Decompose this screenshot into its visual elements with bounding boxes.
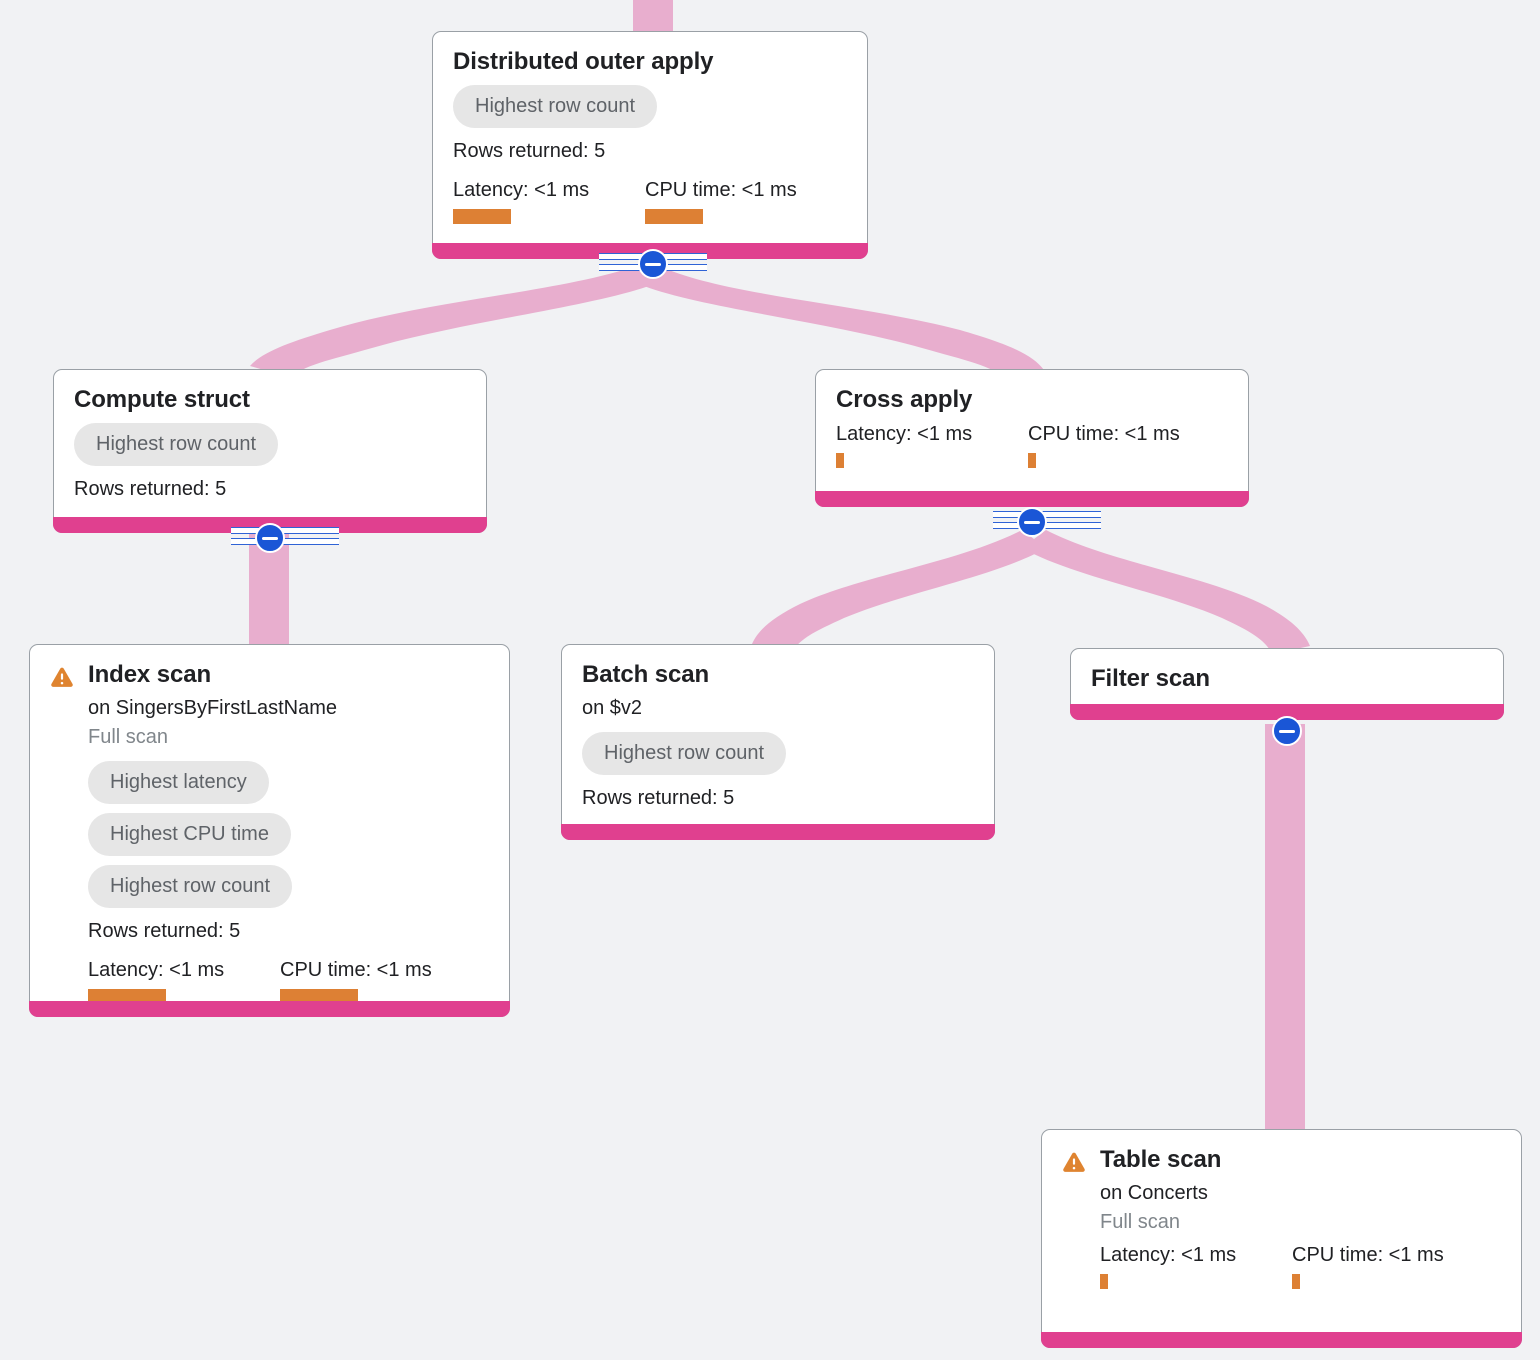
- node-distributed-outer-apply[interactable]: Distributed outer apply Highest row coun…: [432, 31, 868, 259]
- node-title: Table scan: [1100, 1146, 1222, 1173]
- node-target: on $v2: [582, 697, 643, 720]
- node-index-scan[interactable]: Index scan on SingersByFirstLastName Ful…: [29, 644, 510, 1017]
- node-cross-apply[interactable]: Cross apply Latency: <1 ms CPU time: <1 …: [815, 369, 1249, 507]
- metric-cpu-time-bar: [645, 209, 703, 225]
- warning-icon: [1063, 1152, 1085, 1172]
- node-body: on Concerts Full scan Latency: <1 ms CPU…: [1062, 1178, 1501, 1290]
- metric-cpu-time: CPU time: <1 ms: [1292, 1243, 1444, 1290]
- chip-highest-row-count: Highest row count: [453, 85, 658, 129]
- metric-cpu-time-bar: [1292, 1274, 1300, 1290]
- node-compute-struct[interactable]: Compute struct Highest row count Rows re…: [53, 369, 487, 533]
- metric-cpu-time-label: CPU time: <1 ms: [1292, 1244, 1444, 1267]
- chip-highest-row-count: Highest row count: [88, 865, 293, 909]
- metric-latency: Latency: <1 ms: [453, 178, 645, 225]
- node-title: Compute struct: [74, 386, 250, 413]
- metric-latency-label: Latency: <1 ms: [836, 423, 973, 446]
- chip-highest-row-count: Highest row count: [582, 732, 787, 776]
- chip-row: Highest row count: [74, 414, 466, 467]
- chip-highest-row-count: Highest row count: [74, 423, 279, 467]
- node-scan-type: Full scan: [1100, 1211, 1181, 1234]
- chip-row: Highest latency: [88, 752, 489, 805]
- edge-root-to-cross-apply: [644, 268, 1044, 380]
- metric-latency-bar: [88, 989, 166, 1005]
- node-title: Cross apply: [836, 386, 973, 413]
- chip-highest-cpu-time: Highest CPU time: [88, 813, 291, 857]
- chip-row: Highest row count: [453, 76, 847, 129]
- edge-filter-scan-to-table-scan: [1265, 724, 1305, 1146]
- metric-latency: Latency: <1 ms: [1100, 1243, 1292, 1290]
- node-header: Index scan: [50, 661, 489, 689]
- node-title: Batch scan: [582, 661, 710, 688]
- metric-cpu-time: CPU time: <1 ms: [1028, 422, 1180, 469]
- metrics-row: Latency: <1 ms CPU time: <1 ms: [453, 178, 847, 225]
- chip-row: Highest row count: [88, 856, 489, 909]
- node-header: Batch scan: [582, 661, 974, 689]
- node-accent-bar: [815, 491, 1249, 507]
- metric-cpu-time-label: CPU time: <1 ms: [280, 959, 432, 982]
- metric-cpu-time-label: CPU time: <1 ms: [1028, 423, 1180, 446]
- node-target: on SingersByFirstLastName: [88, 697, 337, 720]
- node-title: Filter scan: [1091, 665, 1210, 692]
- collapse-toggle-cross-apply[interactable]: [1017, 507, 1047, 537]
- node-header: Filter scan: [1091, 665, 1483, 693]
- metric-cpu-time: CPU time: <1 ms: [645, 178, 797, 225]
- node-accent-bar: [561, 824, 995, 840]
- node-header: Compute struct: [74, 386, 466, 414]
- collapse-toggle-distributed-outer-apply[interactable]: [638, 249, 668, 279]
- rows-returned: Rows returned: 5: [453, 140, 606, 163]
- metrics-row: Latency: <1 ms CPU time: <1 ms: [88, 958, 489, 1005]
- node-scan-type: Full scan: [88, 726, 169, 749]
- node-table-scan[interactable]: Table scan on Concerts Full scan Latency…: [1041, 1129, 1522, 1348]
- edge-cross-apply-to-filter-scan: [1022, 530, 1310, 654]
- metric-latency-bar: [453, 209, 511, 225]
- rows-returned: Rows returned: 5: [74, 478, 227, 501]
- metric-cpu-time: CPU time: <1 ms: [280, 958, 432, 1005]
- warning-icon: [51, 667, 73, 687]
- edge-root-to-compute-struct: [250, 266, 660, 378]
- chip-row: Highest CPU time: [88, 804, 489, 857]
- node-header: Table scan: [1062, 1146, 1501, 1174]
- node-accent-bar: [1041, 1332, 1522, 1348]
- toggle-rails-cross-apply: [993, 511, 1101, 533]
- metric-cpu-time-label: CPU time: <1 ms: [645, 179, 797, 202]
- metric-latency-bar: [836, 453, 844, 469]
- rows-returned: Rows returned: 5: [88, 920, 241, 943]
- chip-row: Highest row count: [582, 723, 974, 776]
- metrics-row: Latency: <1 ms CPU time: <1 ms: [1100, 1243, 1501, 1290]
- metric-latency-label: Latency: <1 ms: [88, 959, 225, 982]
- node-body: on SingersByFirstLastName Full scan High…: [50, 693, 489, 1005]
- metric-latency-label: Latency: <1 ms: [1100, 1244, 1237, 1267]
- node-title: Index scan: [88, 661, 212, 688]
- node-header: Cross apply: [836, 386, 1228, 414]
- metric-latency-label: Latency: <1 ms: [453, 179, 590, 202]
- chip-highest-latency: Highest latency: [88, 761, 269, 805]
- metric-latency: Latency: <1 ms: [88, 958, 280, 1005]
- toggle-rails-compute-struct: [231, 527, 339, 549]
- rows-returned: Rows returned: 5: [582, 787, 735, 810]
- metric-latency: Latency: <1 ms: [836, 422, 1028, 469]
- node-filter-scan[interactable]: Filter scan: [1070, 648, 1504, 720]
- node-title: Distributed outer apply: [453, 48, 714, 75]
- node-target: on Concerts: [1100, 1182, 1208, 1205]
- edge-cross-apply-to-batch-scan: [752, 530, 1046, 652]
- node-header: Distributed outer apply: [453, 48, 847, 76]
- metrics-row: Latency: <1 ms CPU time: <1 ms: [836, 422, 1228, 469]
- node-accent-bar: [29, 1001, 510, 1017]
- node-batch-scan[interactable]: Batch scan on $v2 Highest row count Rows…: [561, 644, 995, 840]
- collapse-toggle-compute-struct[interactable]: [255, 523, 285, 553]
- collapse-toggle-filter-scan[interactable]: [1272, 716, 1302, 746]
- metric-cpu-time-bar: [280, 989, 358, 1005]
- metric-cpu-time-bar: [1028, 453, 1036, 469]
- metric-latency-bar: [1100, 1274, 1108, 1290]
- node-accent-bar: [1070, 704, 1504, 720]
